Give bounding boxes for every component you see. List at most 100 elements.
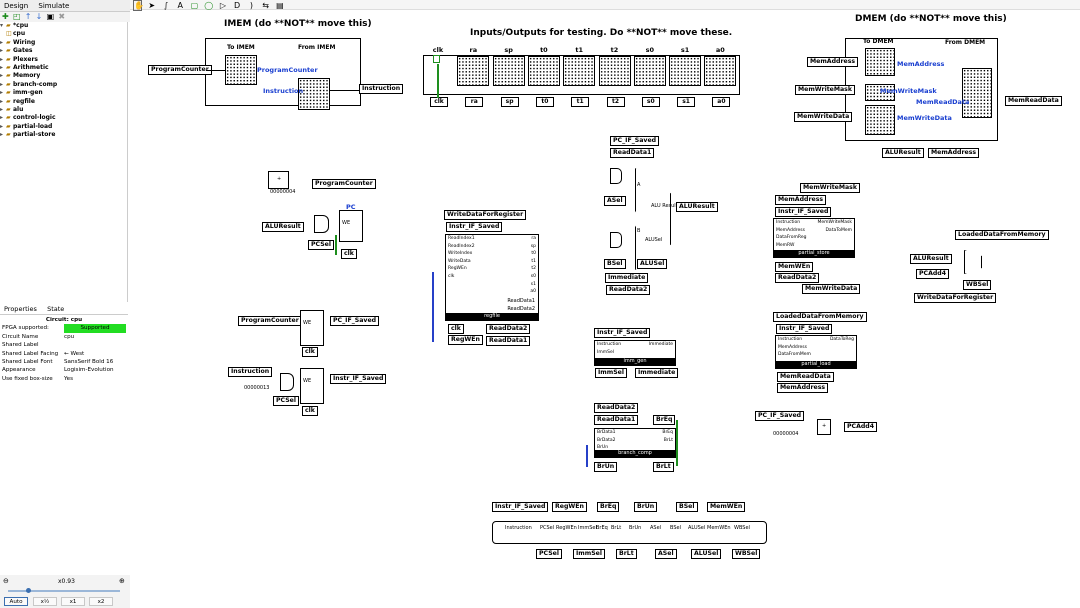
tree-item-11[interactable]: ▸▰partial-load	[0, 122, 53, 130]
ctrl-top-tunnel-0[interactable]: Instr_IF_Saved	[492, 502, 549, 512]
tab-properties[interactable]: Properties	[4, 305, 37, 313]
pcif-pc-in-tunnel[interactable]: ProgramCounter	[238, 316, 302, 326]
pc-out-tunnel[interactable]: ProgramCounter	[312, 179, 376, 189]
wb-out-tunnel[interactable]: WriteDataForRegister	[914, 293, 997, 303]
pload-readdata-tunnel[interactable]: MemReadData	[777, 372, 834, 382]
ctrl-bottom-tunnel-2[interactable]: BrLt	[616, 549, 637, 559]
io-output-clk[interactable]: clk	[430, 97, 448, 107]
io-output-t0[interactable]: t0	[535, 97, 554, 107]
tree-item-10[interactable]: ▸▰control-logic	[0, 114, 56, 122]
select-tool-icon[interactable]: ➤	[148, 1, 156, 10]
text-tool-icon[interactable]: A	[177, 1, 183, 10]
immgen-out-tunnel[interactable]: Immediate	[635, 368, 679, 378]
imem-pc-tunnel[interactable]: ProgramCounter	[148, 65, 212, 75]
input-pin-icon[interactable]: ▢	[190, 1, 199, 10]
regfile-wdata-tunnel[interactable]: WriteDataForRegister	[444, 210, 527, 220]
appearance-icon[interactable]: ▤	[276, 1, 284, 10]
branch-rd2-tunnel[interactable]: ReadData2	[594, 403, 639, 413]
pcif-register[interactable]: WE	[300, 310, 324, 346]
io-output-s0[interactable]: s0	[641, 97, 660, 107]
zoom-auto-button[interactable]: Auto	[4, 597, 28, 606]
alusel-tunnel[interactable]: ALUSel	[637, 259, 668, 269]
branch-rd1-tunnel[interactable]: ReadData1	[594, 415, 639, 425]
tree-item-12[interactable]: ▸▰partial-store	[0, 131, 56, 139]
zoom-1x-button[interactable]: x1	[61, 597, 85, 606]
zoom-slider-knob[interactable]	[26, 588, 31, 593]
edit-appearance-icon[interactable]: ▣	[46, 12, 55, 21]
not-gate-icon[interactable]: ▷	[219, 1, 226, 10]
pload-loaded-tunnel[interactable]: LoadedDataFromMemory	[773, 312, 867, 322]
wb-pc4-tunnel[interactable]: PCAdd4	[916, 269, 950, 279]
alu-imm-tunnel[interactable]: Immediate	[605, 273, 649, 283]
io-output-a0[interactable]: a0	[712, 97, 731, 107]
regfile-clk-tunnel[interactable]: clk	[448, 324, 464, 334]
pstore-mask-tunnel[interactable]: MemWriteMask	[800, 183, 860, 193]
prop-value[interactable]: ← West	[64, 350, 85, 357]
tree-item-6[interactable]: ▸▰branch-comp	[0, 80, 58, 88]
move-up-icon[interactable]: ↑	[24, 12, 32, 21]
tree-item-8[interactable]: ▸▰regfile	[0, 97, 35, 105]
prop-value[interactable]: SansSerif Bold 16	[64, 358, 114, 365]
regfile-rd2-out-tunnel[interactable]: ReadData2	[486, 324, 531, 334]
regfile-regwen-tunnel[interactable]: RegWEn	[448, 335, 483, 345]
pload-addr-tunnel[interactable]: MemAddress	[777, 383, 829, 393]
branch-brlt-tunnel[interactable]: BrLt	[653, 462, 674, 472]
io-output-ra[interactable]: ra	[465, 97, 484, 107]
delete-icon[interactable]: ✖	[58, 12, 66, 21]
pc-clk-tunnel[interactable]: clk	[341, 249, 357, 259]
pstore-memwen-tunnel[interactable]: MemWEn	[775, 262, 814, 272]
pstore-wdata-tunnel[interactable]: MemWriteData	[802, 284, 861, 294]
imem-instr-tunnel[interactable]: Instruction	[359, 84, 404, 94]
move-down-icon[interactable]: ↓	[35, 12, 43, 21]
ctrl-top-tunnel-5[interactable]: MemWEn	[707, 502, 746, 512]
asel-tunnel[interactable]: ASel	[604, 196, 626, 206]
alu-rd1-tunnel[interactable]: ReadData1	[610, 148, 655, 158]
prop-value[interactable]: Yes	[64, 375, 74, 382]
instrif-in-tunnel[interactable]: Instruction	[228, 367, 273, 377]
regfile-rd1-out-tunnel[interactable]: ReadData1	[486, 336, 531, 346]
dmem-read-tunnel[interactable]: MemReadData	[1005, 96, 1062, 106]
pcif-out-tunnel[interactable]: PC_IF_Saved	[330, 316, 380, 326]
io-output-sp[interactable]: sp	[500, 97, 519, 107]
pstore-addr-tunnel[interactable]: MemAddress	[775, 195, 827, 205]
instrif-out-tunnel[interactable]: Instr_IF_Saved	[330, 374, 387, 384]
pload-instr-tunnel[interactable]: Instr_IF_Saved	[776, 324, 833, 334]
output-pin-icon[interactable]: ◯	[204, 1, 214, 10]
dmem-mask-tunnel[interactable]: MemWriteMask	[795, 85, 855, 95]
ctrl-bottom-tunnel-1[interactable]: ImmSel	[573, 549, 605, 559]
menu-design[interactable]: Design	[4, 2, 29, 10]
tree-root[interactable]: ▾▰*cpu	[0, 22, 29, 29]
mem-address-tunnel[interactable]: MemAddress	[928, 148, 980, 158]
zoom-out-icon[interactable]: ⊖	[3, 577, 9, 585]
ctrl-bottom-tunnel-4[interactable]: ALUSel	[691, 549, 722, 559]
pcif-clk-tunnel[interactable]: clk	[302, 347, 318, 357]
tree-item-5[interactable]: ▸▰Memory	[0, 72, 41, 80]
layout-icon[interactable]: ⇆	[262, 1, 269, 10]
zoom-in-icon[interactable]: ⊕	[119, 577, 125, 585]
ctrl-bottom-tunnel-3[interactable]: ASel	[655, 549, 677, 559]
tree-item-1[interactable]: ▸▰Wiring	[0, 38, 36, 46]
branch-breq-tunnel[interactable]: BrEq	[653, 415, 676, 425]
zoom-half-button[interactable]: x½	[33, 597, 57, 606]
add-vhdl-icon[interactable]: ◰	[12, 12, 21, 21]
pc-register[interactable]: WE	[339, 210, 363, 242]
io-output-t2[interactable]: t2	[606, 97, 625, 107]
instrif-register[interactable]: WE	[300, 368, 324, 404]
bsel-tunnel[interactable]: BSel	[604, 259, 626, 269]
tree-item-2[interactable]: ▸▰Gates	[0, 47, 33, 55]
branch-brun-tunnel[interactable]: BrUn	[594, 462, 618, 472]
tree-item-3[interactable]: ▸▰Plexers	[0, 55, 38, 63]
ctrl-bottom-tunnel-0[interactable]: PCSel	[536, 549, 562, 559]
regfile-instr-tunnel[interactable]: Instr_IF_Saved	[446, 222, 503, 232]
alu-rd2-tunnel[interactable]: ReadData2	[606, 285, 651, 295]
wb-alu-tunnel[interactable]: ALUResult	[910, 254, 952, 264]
ctrl-top-tunnel-3[interactable]: BrUn	[634, 502, 658, 512]
tab-state[interactable]: State	[47, 305, 65, 313]
wb-loaded-tunnel[interactable]: LoadedDataFromMemory	[955, 230, 1049, 240]
menu-simulate[interactable]: Simulate	[38, 2, 70, 10]
alu-result-out-tunnel[interactable]: ALUResult	[676, 202, 718, 212]
